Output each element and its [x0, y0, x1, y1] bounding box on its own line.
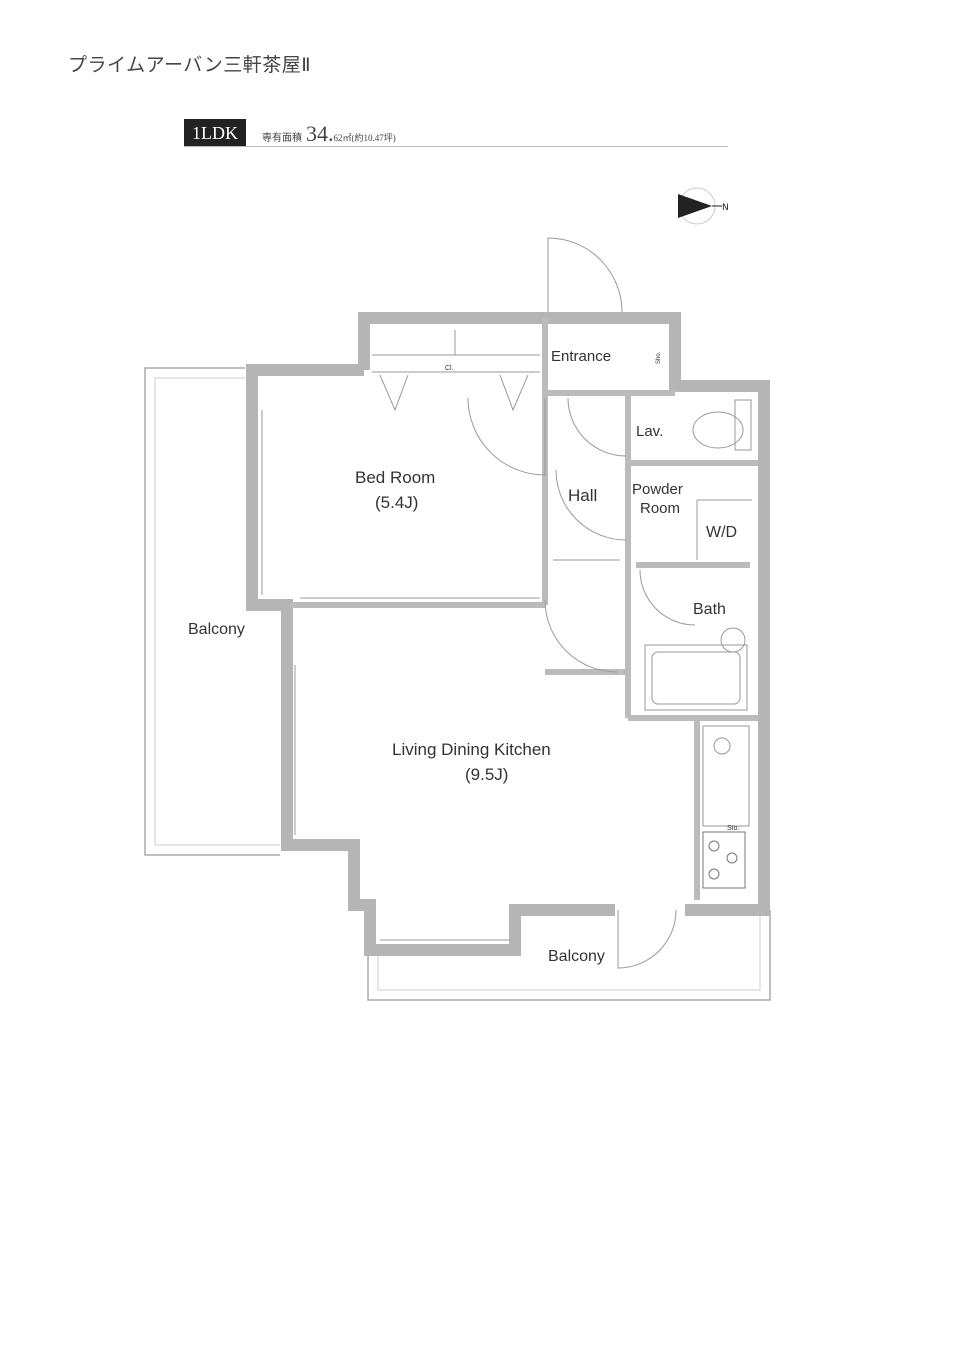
interior-walls [290, 318, 758, 900]
door-swings [379, 237, 696, 969]
room-balcony-south: Balcony [548, 948, 605, 965]
layout-type-badge: 1LDK [184, 119, 246, 147]
detail-lines [261, 330, 752, 941]
kitchen-sink-icon [702, 725, 750, 827]
area-detail: 62㎡(約10.47坪) [333, 133, 396, 143]
room-powder-1: Powder [632, 481, 683, 498]
room-closet: Cl. [445, 365, 454, 372]
property-name: プライムアーバン三軒茶屋Ⅱ [68, 54, 312, 76]
room-ldk-size: (9.5J) [465, 765, 508, 784]
bathtub-icon [644, 627, 748, 711]
room-wd: W/D [706, 524, 737, 541]
stove-icon [702, 831, 746, 889]
north-arrow-icon: N [678, 187, 729, 225]
room-powder-2: Room [640, 500, 680, 517]
balcony-south-outline [367, 910, 771, 1001]
room-bath: Bath [693, 601, 726, 618]
toilet-icon [692, 399, 752, 451]
room-lav: Lav. [636, 423, 663, 440]
compass-label: N [722, 203, 729, 213]
label-storage: Sto. [727, 825, 740, 832]
area-label: 専有面積 [262, 133, 302, 144]
exterior-walls [246, 312, 770, 956]
room-bedroom: Bed Room [355, 468, 435, 487]
header-rule [184, 146, 728, 147]
area-value: 34. [306, 121, 334, 146]
room-hall: Hall [568, 486, 597, 505]
room-balcony-west: Balcony [188, 621, 245, 638]
balcony-west-outline [144, 367, 280, 856]
room-ldk: Living Dining Kitchen [392, 740, 551, 759]
floor-area: 専有面積 34.62㎡(約10.47坪) [262, 121, 396, 147]
room-bedroom-size: (5.4J) [375, 493, 418, 512]
label-shoe-box: Sho. [656, 351, 662, 364]
room-entrance: Entrance [551, 348, 611, 365]
